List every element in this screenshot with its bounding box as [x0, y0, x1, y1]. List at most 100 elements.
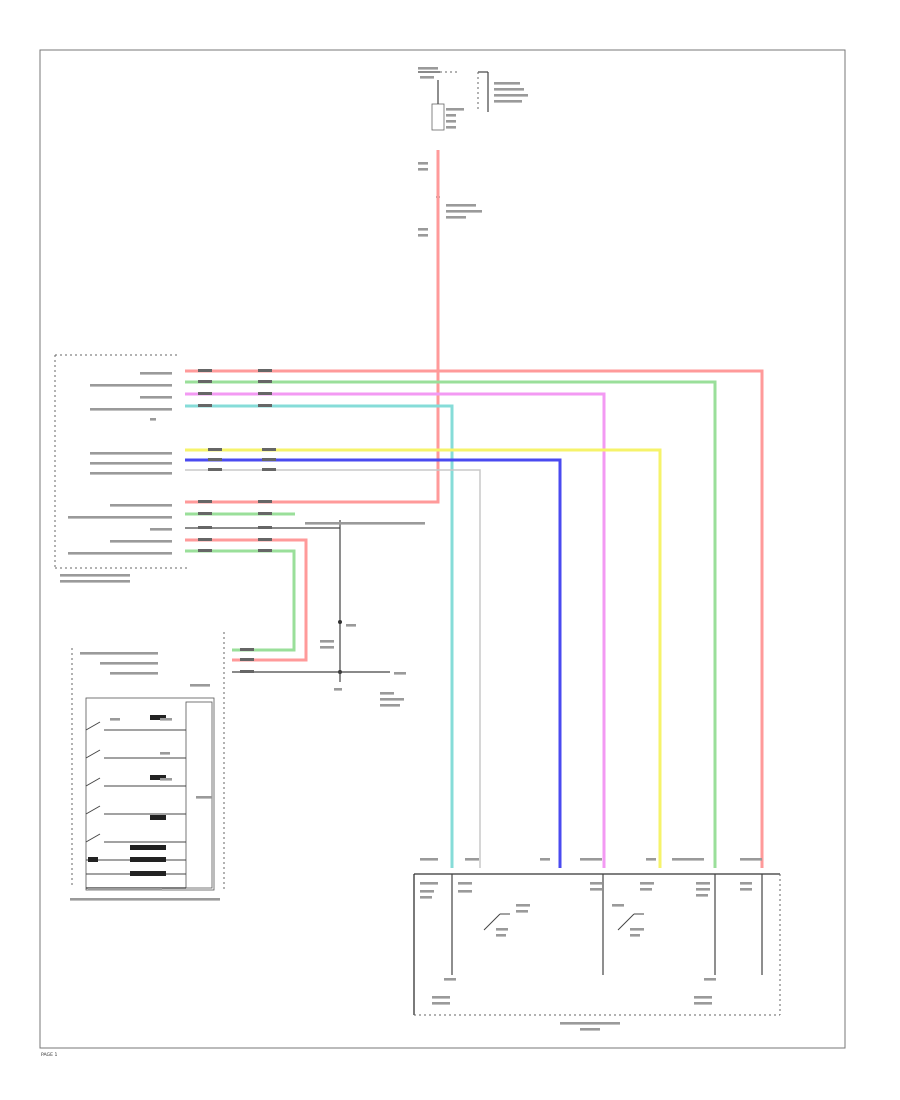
- label-placeholder: [320, 640, 334, 643]
- label-placeholder: [346, 624, 356, 627]
- label-placeholder: [496, 928, 508, 931]
- label-placeholder: [640, 882, 654, 885]
- pin-label: [208, 448, 222, 451]
- label-placeholder: [88, 888, 162, 891]
- right-module-box: [413, 873, 781, 1016]
- pin-label: [258, 538, 272, 541]
- pin-label: [262, 468, 276, 471]
- label-placeholder: [640, 888, 652, 891]
- label-placeholder: [380, 692, 394, 695]
- label-placeholder: [190, 684, 210, 687]
- label-placeholder: [580, 858, 602, 861]
- label-placeholder: [90, 472, 172, 475]
- pin-label: [258, 526, 272, 529]
- label-placeholder: [446, 210, 482, 213]
- label-placeholder: [110, 540, 172, 543]
- label-placeholder: [60, 580, 130, 583]
- label-placeholder: [516, 910, 528, 913]
- label-placeholder: [420, 890, 434, 893]
- label-placeholder: [646, 858, 656, 861]
- label-placeholder: [516, 904, 530, 907]
- label-placeholder: [420, 896, 432, 899]
- label-placeholder: [90, 462, 172, 465]
- label-placeholder: [740, 858, 762, 861]
- wire-blue-sensor: [185, 458, 562, 868]
- label-placeholder: [540, 858, 550, 861]
- label-placeholder: [90, 452, 172, 455]
- label-placeholder: [494, 82, 520, 85]
- wire-red-sensor: [185, 369, 764, 868]
- label-placeholder: [458, 882, 472, 885]
- label-placeholder: [394, 672, 406, 675]
- pin-label: [258, 380, 272, 383]
- label-placeholder: [420, 882, 438, 885]
- label-placeholder: [446, 204, 476, 207]
- label-placeholder: [740, 888, 752, 891]
- label-placeholder: [420, 76, 434, 79]
- label-placeholder: [150, 418, 156, 421]
- pin-label: [262, 448, 276, 451]
- wire-cyan-sensor: [185, 404, 454, 868]
- fuse-block: [418, 71, 489, 199]
- label-placeholder: [494, 88, 524, 91]
- pin-label: [258, 369, 272, 372]
- label-placeholder: [696, 888, 710, 891]
- label-placeholder: [140, 396, 172, 399]
- pin-label: [240, 648, 254, 651]
- label-placeholder: [446, 120, 456, 123]
- label-placeholder: [612, 904, 624, 907]
- label-placeholder: [160, 718, 172, 721]
- label-placeholder: [590, 882, 602, 885]
- label-placeholder: [380, 704, 400, 707]
- wire-pink-sensor: [185, 392, 606, 868]
- wire-green-switch-2: [185, 549, 296, 652]
- label-placeholder: [560, 1022, 620, 1025]
- pin-label: [198, 380, 212, 383]
- label-placeholder: [90, 408, 172, 411]
- label-placeholder: [110, 672, 158, 675]
- label-placeholder: [630, 928, 644, 931]
- wire-grey-sensor: [185, 469, 481, 868]
- label-placeholder: [380, 698, 404, 701]
- pin-label: [198, 549, 212, 552]
- label-placeholder: [694, 1002, 712, 1005]
- label-placeholder: [160, 778, 172, 781]
- label-placeholder: [196, 796, 212, 799]
- label-placeholder: [444, 978, 456, 981]
- pin-label: [198, 404, 212, 407]
- label-placeholder: [494, 94, 528, 97]
- label-placeholder: [496, 934, 506, 937]
- label-placeholder: [432, 996, 450, 999]
- ground-junction: [338, 520, 390, 682]
- pin-label: [198, 392, 212, 395]
- pin-label: [240, 658, 254, 661]
- label-placeholder: [458, 890, 472, 893]
- label-placeholder: [494, 100, 522, 103]
- label-placeholder: [740, 882, 752, 885]
- label-placeholder: [150, 528, 172, 531]
- label-placeholder: [418, 168, 428, 171]
- label-placeholder: [80, 652, 158, 655]
- pin-label: [208, 468, 222, 471]
- label-placeholder: [465, 858, 479, 861]
- label-placeholder: [418, 228, 428, 231]
- pin-label: [258, 500, 272, 503]
- label-placeholder: [160, 752, 170, 755]
- pin-label: [240, 670, 254, 673]
- pin-label: [198, 369, 212, 372]
- label-placeholder: [418, 162, 428, 165]
- pin-label: [262, 458, 276, 461]
- label-placeholder: [110, 718, 120, 721]
- footer-code: PAGE 1: [41, 1052, 57, 1058]
- label-placeholder: [446, 216, 466, 219]
- switch-assembly: [71, 632, 225, 891]
- diagram-border: [39, 49, 846, 1049]
- wire-green-sensor: [185, 380, 717, 868]
- label-placeholder: [446, 114, 456, 117]
- wire-red-switch: [185, 538, 308, 662]
- label-placeholder: [418, 67, 438, 70]
- label-placeholder: [704, 978, 716, 981]
- label-placeholder: [432, 1002, 450, 1005]
- label-placeholder: [110, 504, 172, 507]
